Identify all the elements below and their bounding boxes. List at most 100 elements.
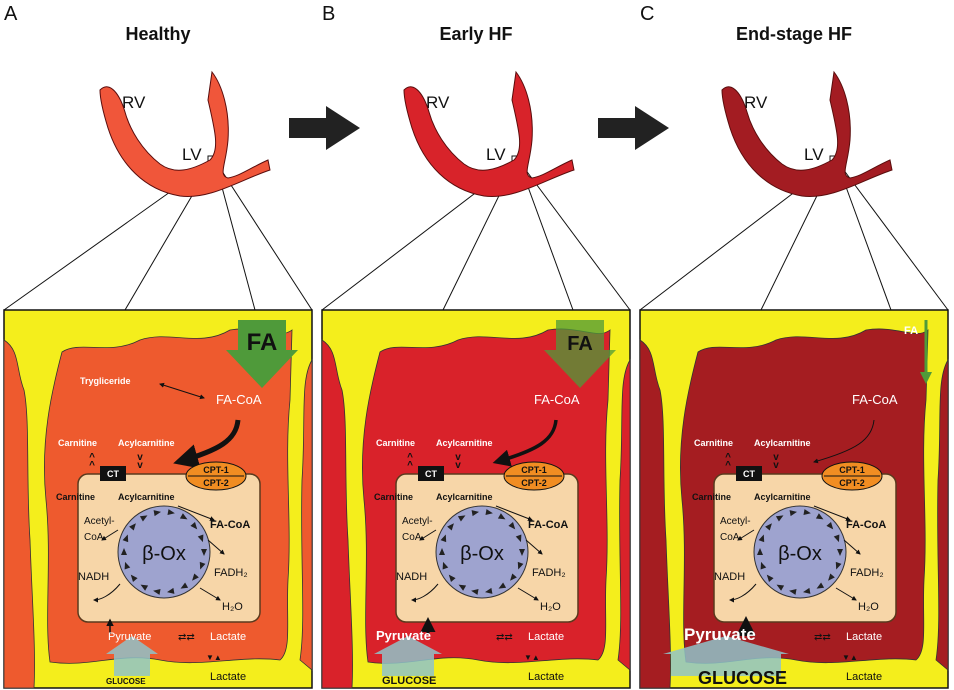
cycle-arrow-icon (508, 522, 516, 530)
fa-label: FA (567, 333, 593, 355)
panel-letter: A (4, 3, 18, 25)
cycle-arrow-icon (803, 509, 811, 516)
transport-chevron: v (455, 452, 461, 463)
fa-coa-cytosol: FA-CoA (216, 392, 262, 407)
cpt1-label: CPT-1 (203, 465, 229, 475)
lactate-transport-chevron: ▼▲ (206, 653, 222, 662)
fa-coa-cytosol: FA-CoA (534, 392, 580, 407)
lv-label: LV (182, 145, 202, 164)
cpt1-label: CPT-1 (521, 465, 547, 475)
cycle-arrow-icon (121, 548, 127, 555)
nadh-label: NADH (78, 571, 109, 583)
fa-coa-matrix: FA-CoA (846, 519, 886, 531)
cycle-arrow-icon (442, 561, 449, 570)
transport-chevron: ^ (407, 452, 413, 463)
transport-chevron: v (455, 460, 461, 471)
neighbor-cell-right (617, 358, 631, 671)
pyruvate-lactate-exchange: ⇄⇄ (814, 632, 831, 643)
glucose-arrow (106, 636, 158, 676)
cycle-arrow-icon (765, 523, 772, 531)
beta-ox-label: β-Ox (142, 543, 186, 565)
cycle-arrow-icon (447, 523, 454, 531)
panel-a: AHealthyRVLVFATryglicerideFA-CoACarnitin… (3, 3, 313, 689)
acylcarnitine-cytosol: Acylcarnitine (754, 438, 811, 448)
acetyl-label: Acetyl- (84, 516, 115, 527)
glucose-label: GLUCOSE (382, 675, 436, 687)
coa-label: CoA (402, 532, 422, 543)
fadh2-label: FADH₂ (850, 567, 884, 579)
fadh2-label: FADH₂ (532, 567, 566, 579)
carnitine-matrix: Carnitine (56, 492, 95, 502)
heart-shape (99, 70, 271, 198)
beta-ox-label: β-Ox (460, 543, 504, 565)
fa-coa-cytosol: FA-CoA (852, 392, 898, 407)
cycle-arrow-icon (519, 549, 525, 556)
carnitine-matrix: Carnitine (374, 492, 413, 502)
rv-label: RV (426, 93, 450, 112)
coa-label: CoA (720, 532, 740, 543)
heart-shape (403, 70, 575, 198)
lactate-intracellular: Lactate (846, 631, 882, 643)
out-nadh-arrow (93, 583, 121, 603)
cpt2-label: CPT-2 (203, 478, 229, 488)
cycle-arrow-icon (803, 587, 811, 594)
acyl-transport-arrow (813, 419, 875, 464)
cycle-arrow-icon (816, 582, 825, 589)
pyruvate-label: Pyruvate (108, 631, 151, 643)
cycle-arrow-icon (440, 534, 447, 543)
cycle-arrow-icon (775, 515, 784, 522)
cycle-arrow-icon (757, 548, 763, 555)
cycle-arrow-icon (122, 534, 129, 543)
panel-title: Healthy (125, 24, 190, 44)
carnitine-cytosol: Carnitine (694, 438, 733, 448)
out-nadh-arrow (729, 583, 757, 603)
carnitine-cytosol: Carnitine (376, 438, 415, 448)
transport-chevron: ^ (725, 460, 731, 471)
acylcarnitine-matrix: Acylcarnitine (436, 492, 493, 502)
transport-chevron: v (773, 460, 779, 471)
cycle-arrow-icon (471, 588, 479, 595)
cycle-arrow-icon (826, 522, 834, 530)
heart-shape (721, 70, 893, 198)
glucose-arrow (374, 636, 442, 676)
transport-chevron: v (137, 460, 143, 471)
cycle-arrow-icon (130, 574, 138, 582)
neighbor-cell-left (639, 339, 671, 689)
panel-title: End-stage HF (736, 24, 852, 44)
beta-oxidation-cycle (117, 505, 211, 599)
transport-chevron: ^ (407, 460, 413, 471)
cycle-arrow-icon (124, 561, 131, 570)
fadh2-label: FADH₂ (214, 567, 248, 579)
ct-label: CT (107, 469, 119, 479)
out-acetylcoa-arrow (737, 529, 755, 541)
zoom-line (837, 164, 892, 311)
cycle-arrow-icon (760, 561, 767, 570)
fa-arrowhead (920, 372, 932, 384)
to-facoa-arrow (177, 505, 215, 521)
cycle-arrow-icon (471, 510, 479, 517)
ct-transporter (100, 466, 126, 481)
cycle-arrow-icon (498, 582, 507, 589)
transport-chevron: ^ (89, 452, 95, 463)
ct-label: CT (743, 469, 755, 479)
lactate-transport-chevron: ▼▲ (524, 653, 540, 662)
triglyceride-label: Trygliceride (80, 376, 131, 386)
cycle-arrow-icon (129, 523, 136, 531)
cycle-arrow-icon (197, 534, 204, 543)
zoom-line (839, 164, 949, 311)
cycle-arrow-icon (140, 584, 149, 591)
cycle-arrow-icon (485, 509, 493, 516)
cycle-arrow-icon (517, 561, 524, 570)
out-h2o-arrow (199, 587, 221, 601)
cycle-arrow-icon (766, 574, 774, 582)
beta-oxidation-cycle (753, 505, 847, 599)
panel-letter: C (640, 3, 654, 25)
fa-coa-matrix: FA-CoA (528, 519, 568, 531)
beta-oxidation-cycle (435, 505, 529, 599)
panel-title: Early HF (439, 24, 512, 44)
cycle-arrow-icon (497, 513, 506, 520)
acylcarnitine-cytosol: Acylcarnitine (436, 438, 493, 448)
nadh-label: NADH (396, 571, 427, 583)
